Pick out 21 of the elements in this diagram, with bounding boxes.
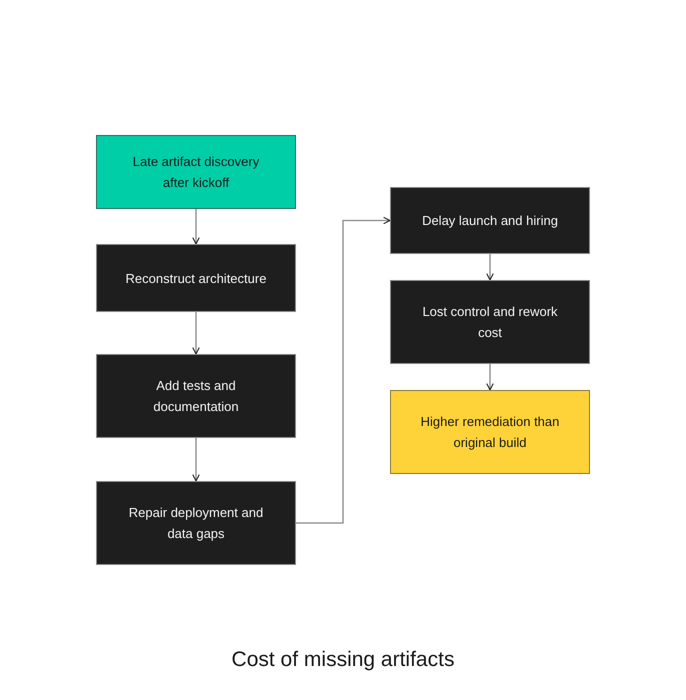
node-label: Repair deployment and data gaps — [128, 504, 264, 543]
process-box — [96, 354, 296, 438]
caption: Cost of missing artifacts — [232, 648, 454, 671]
arrow — [192, 312, 200, 355]
node-label: Reconstruct architecture — [126, 270, 266, 288]
arrow — [486, 254, 494, 281]
node-label: Delay launch and hiring — [422, 212, 558, 230]
outcome-box — [390, 390, 590, 474]
node-label: Add tests and documentation — [152, 377, 240, 416]
start-box — [96, 135, 296, 209]
arrow — [192, 438, 200, 482]
arrow — [296, 216, 391, 524]
node-label: Lost control and rework cost — [421, 303, 559, 342]
node-label: Higher remediation than original build — [420, 413, 560, 452]
process-box — [96, 244, 296, 312]
process-box — [390, 280, 590, 364]
arrow — [192, 209, 200, 245]
arrow — [486, 364, 494, 391]
node-label: Late artifact discovery after kickoff — [132, 153, 260, 192]
process-box — [390, 187, 590, 254]
process-box — [96, 481, 296, 565]
